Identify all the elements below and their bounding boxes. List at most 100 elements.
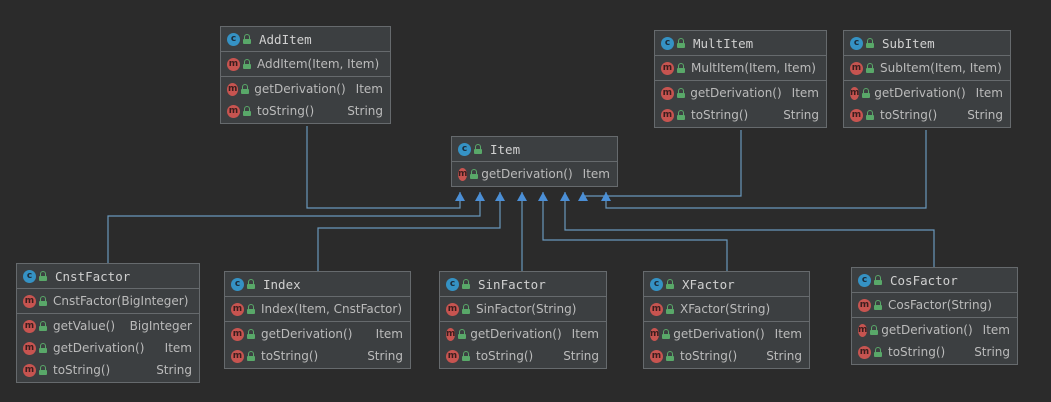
method-signature: CnstFactor(BigInteger) — [53, 294, 189, 308]
public-lock-icon — [874, 346, 882, 357]
class-header: c CnstFactor — [17, 264, 199, 289]
method-signature: Index(Item, CnstFactor) — [261, 302, 403, 316]
method-return-type: String — [367, 349, 403, 363]
method-signature: getDerivation() — [481, 167, 573, 181]
public-lock-icon — [243, 105, 251, 116]
public-lock-icon — [676, 87, 685, 98]
method-icon: m — [850, 86, 860, 100]
method-icon: m — [650, 327, 660, 341]
method-icon: m — [850, 108, 863, 122]
method-signature: getDerivation() — [254, 82, 346, 96]
public-lock-icon — [862, 87, 871, 98]
method-icon: m — [227, 57, 240, 71]
public-lock-icon — [247, 328, 255, 339]
public-lock-icon — [874, 299, 882, 310]
public-lock-icon — [677, 37, 685, 48]
method-icon: m — [661, 86, 674, 100]
class-icon: c — [231, 277, 244, 291]
inherit-arrowhead — [578, 192, 588, 201]
method-signature: toString() — [880, 108, 938, 122]
method-icon: m — [650, 349, 663, 363]
method-signature: toString() — [476, 349, 534, 363]
public-lock-icon — [662, 328, 671, 339]
class-icon: c — [650, 277, 663, 291]
inherit-arrowhead — [495, 192, 505, 201]
public-lock-icon — [39, 270, 47, 281]
class-name: CnstFactor — [55, 268, 131, 284]
public-lock-icon — [243, 58, 251, 69]
inherit-arrowhead — [601, 192, 611, 201]
method-icon: m — [858, 323, 868, 337]
method-return-type: Item — [975, 86, 1003, 100]
class-icon: c — [661, 36, 674, 50]
class-name: MultItem — [693, 35, 754, 51]
method-signature: getValue() — [53, 319, 116, 333]
class-name: AddItem — [259, 31, 312, 47]
method-icon: m — [446, 349, 459, 363]
method-signature: getDerivation() — [53, 341, 145, 355]
public-lock-icon — [666, 303, 674, 314]
method-icon: m — [231, 349, 244, 363]
public-lock-icon — [39, 342, 47, 353]
method-signature: getDerivation() — [673, 327, 765, 341]
class-name: SinFactor — [478, 276, 546, 292]
method-signature: getDerivation() — [261, 327, 353, 341]
method-icon: m — [446, 327, 456, 341]
public-lock-icon — [462, 303, 470, 314]
class-name: CosFactor — [890, 272, 958, 288]
method-return-type: BigInteger — [129, 319, 192, 333]
method-signature: toString() — [691, 108, 749, 122]
public-lock-icon — [243, 33, 251, 44]
method-signature: getDerivation() — [470, 327, 562, 341]
public-lock-icon — [677, 109, 685, 120]
inherit-edge-xfactor — [542, 192, 728, 271]
public-lock-icon — [666, 350, 674, 361]
class-icon: c — [23, 269, 36, 283]
